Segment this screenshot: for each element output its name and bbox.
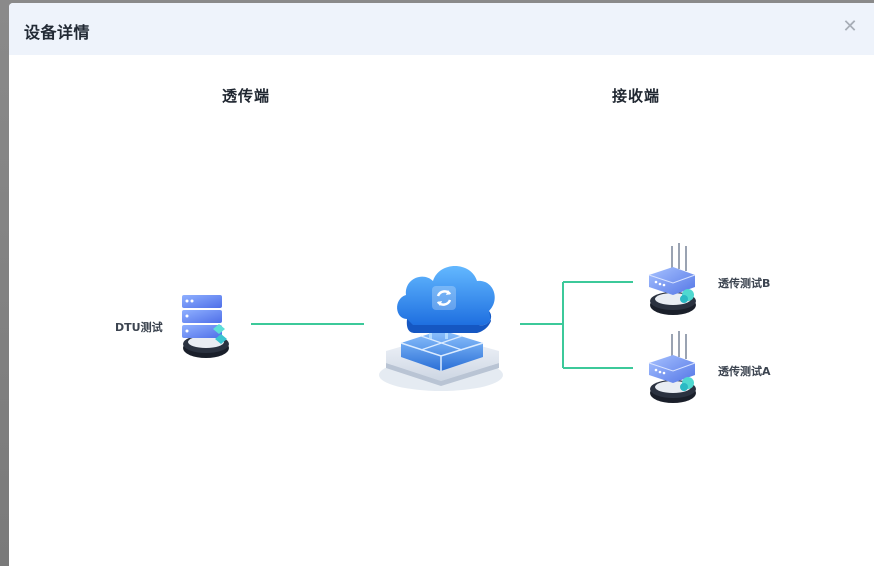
connector-lines bbox=[251, 281, 633, 369]
modal-title: 设备详情 bbox=[24, 23, 91, 42]
cloud-platform-icon[interactable] bbox=[379, 266, 503, 391]
topology-diagram bbox=[182, 243, 696, 403]
modal-header: 设备详情 ✕ bbox=[9, 3, 874, 55]
close-icon[interactable]: ✕ bbox=[842, 16, 858, 37]
receiver-device-label[interactable]: 透传测试B bbox=[718, 277, 771, 290]
receiver-section-title: 接收端 bbox=[612, 87, 661, 105]
device-detail-modal: 设备详情 ✕ 透传端 接收端 bbox=[9, 3, 874, 566]
source-section-title: 透传端 bbox=[222, 87, 271, 105]
dtu-server-icon[interactable] bbox=[182, 295, 229, 358]
router-icon[interactable] bbox=[648, 243, 696, 315]
receiver-device-label[interactable]: 透传测试A bbox=[718, 365, 771, 378]
router-icon[interactable] bbox=[648, 331, 696, 403]
source-device-label[interactable]: DTU测试 bbox=[115, 321, 163, 334]
